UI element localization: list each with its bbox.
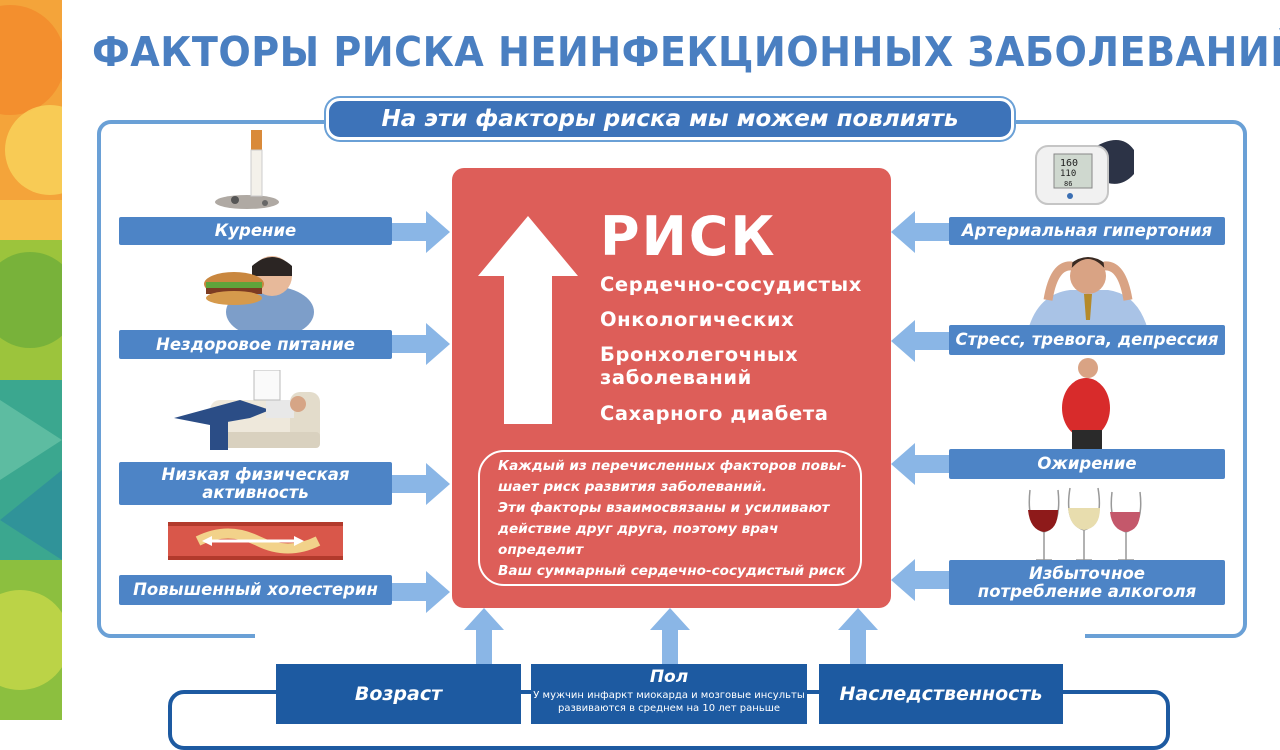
factor-heredity: Наследственность bbox=[819, 664, 1063, 724]
factor-alcohol: Избыточное потребление алкоголя bbox=[949, 560, 1225, 605]
arrow-stress bbox=[891, 320, 949, 362]
factor-smoking: Курение bbox=[119, 217, 392, 245]
bottom-arrows bbox=[464, 608, 878, 666]
risk-title: РИСК bbox=[600, 205, 777, 268]
arrow-obesity bbox=[891, 443, 949, 485]
left-arrows bbox=[392, 211, 450, 613]
monitor-dia: 110 bbox=[1060, 169, 1076, 179]
arrow-diet bbox=[392, 323, 450, 365]
page-title: ФАКТОРЫ РИСКА НЕИНФЕКЦИОННЫХ ЗАБОЛЕВАНИЙ bbox=[92, 28, 1280, 76]
risk-note-line: Ваш суммарный сердечно-сосудистый риск bbox=[498, 563, 846, 580]
decorative-left-strip bbox=[0, 0, 62, 720]
right-arrows bbox=[891, 211, 949, 601]
arrow-heredity bbox=[838, 608, 878, 666]
factor-hypertension: Артериальная гипертония bbox=[949, 217, 1225, 245]
subtitle-banner: На эти факторы риска мы можем повлиять bbox=[326, 98, 1014, 140]
disease-cardio: Сердечно-сосудистых bbox=[600, 273, 862, 296]
arrow-activity bbox=[392, 463, 450, 505]
disease-oncology: Онкологических bbox=[600, 308, 795, 331]
cigarette-image bbox=[205, 128, 285, 213]
monitor-pulse: 86 bbox=[1064, 180, 1072, 188]
arrow-age bbox=[464, 608, 504, 666]
factor-obesity: Ожирение bbox=[949, 449, 1225, 479]
risk-up-arrow bbox=[478, 216, 578, 424]
risk-note-line: шает риск развития заболеваний. bbox=[498, 479, 767, 496]
wine-glasses-image bbox=[1022, 486, 1148, 566]
monitor-sys: 160 bbox=[1060, 158, 1078, 169]
factor-low-activity: Низкая физическая активность bbox=[119, 462, 392, 505]
arrow-alcohol bbox=[891, 559, 949, 601]
factor-age: Возраст bbox=[276, 664, 521, 724]
disease-bronchopulmonary: Бронхолегочных заболеваний bbox=[600, 343, 799, 390]
factor-sex-note-2: развиваются в среднем на 10 лет раньше bbox=[557, 703, 781, 714]
stressed-man-image bbox=[1018, 250, 1158, 330]
factor-low-activity-label: Низкая физическая активность bbox=[161, 465, 350, 502]
factor-stress: Стресс, тревога, депрессия bbox=[949, 325, 1225, 355]
arrow-smoking bbox=[392, 211, 450, 253]
risk-note-line: Каждый из перечисленных факторов повы- bbox=[498, 458, 847, 474]
factor-alcohol-label: Избыточное потребление алкоголя bbox=[977, 564, 1197, 601]
factor-sex: Пол У мужчин инфаркт миокарда и мозговые… bbox=[531, 664, 807, 724]
risk-note-line: Эти факторы взаимосвязаны и усиливают bbox=[498, 500, 830, 517]
burger-eating-image bbox=[186, 252, 314, 330]
blood-pressure-monitor-image: 160 110 86 bbox=[1030, 130, 1136, 206]
arrow-hypertension bbox=[891, 211, 949, 253]
factor-cholesterol: Повышенный холестерин bbox=[119, 575, 392, 605]
disease-diabetes: Сахарного диабета bbox=[600, 402, 829, 425]
risk-note: Каждый из перечисленных факторов повы- ш… bbox=[478, 450, 862, 586]
factor-sex-label: Пол bbox=[649, 667, 689, 687]
arrow-sex bbox=[650, 608, 690, 666]
couch-lying-image bbox=[170, 370, 322, 455]
risk-note-line: действие друг друга, поэтому врач опреде… bbox=[498, 521, 779, 559]
arrow-cholesterol bbox=[392, 571, 450, 613]
obese-man-image bbox=[1058, 356, 1112, 452]
factor-unhealthy-diet: Нездоровое питание bbox=[119, 330, 392, 359]
factor-sex-note-1: У мужчин инфаркт миокарда и мозговые инс… bbox=[533, 690, 805, 701]
artery-plaque-image bbox=[168, 522, 343, 560]
